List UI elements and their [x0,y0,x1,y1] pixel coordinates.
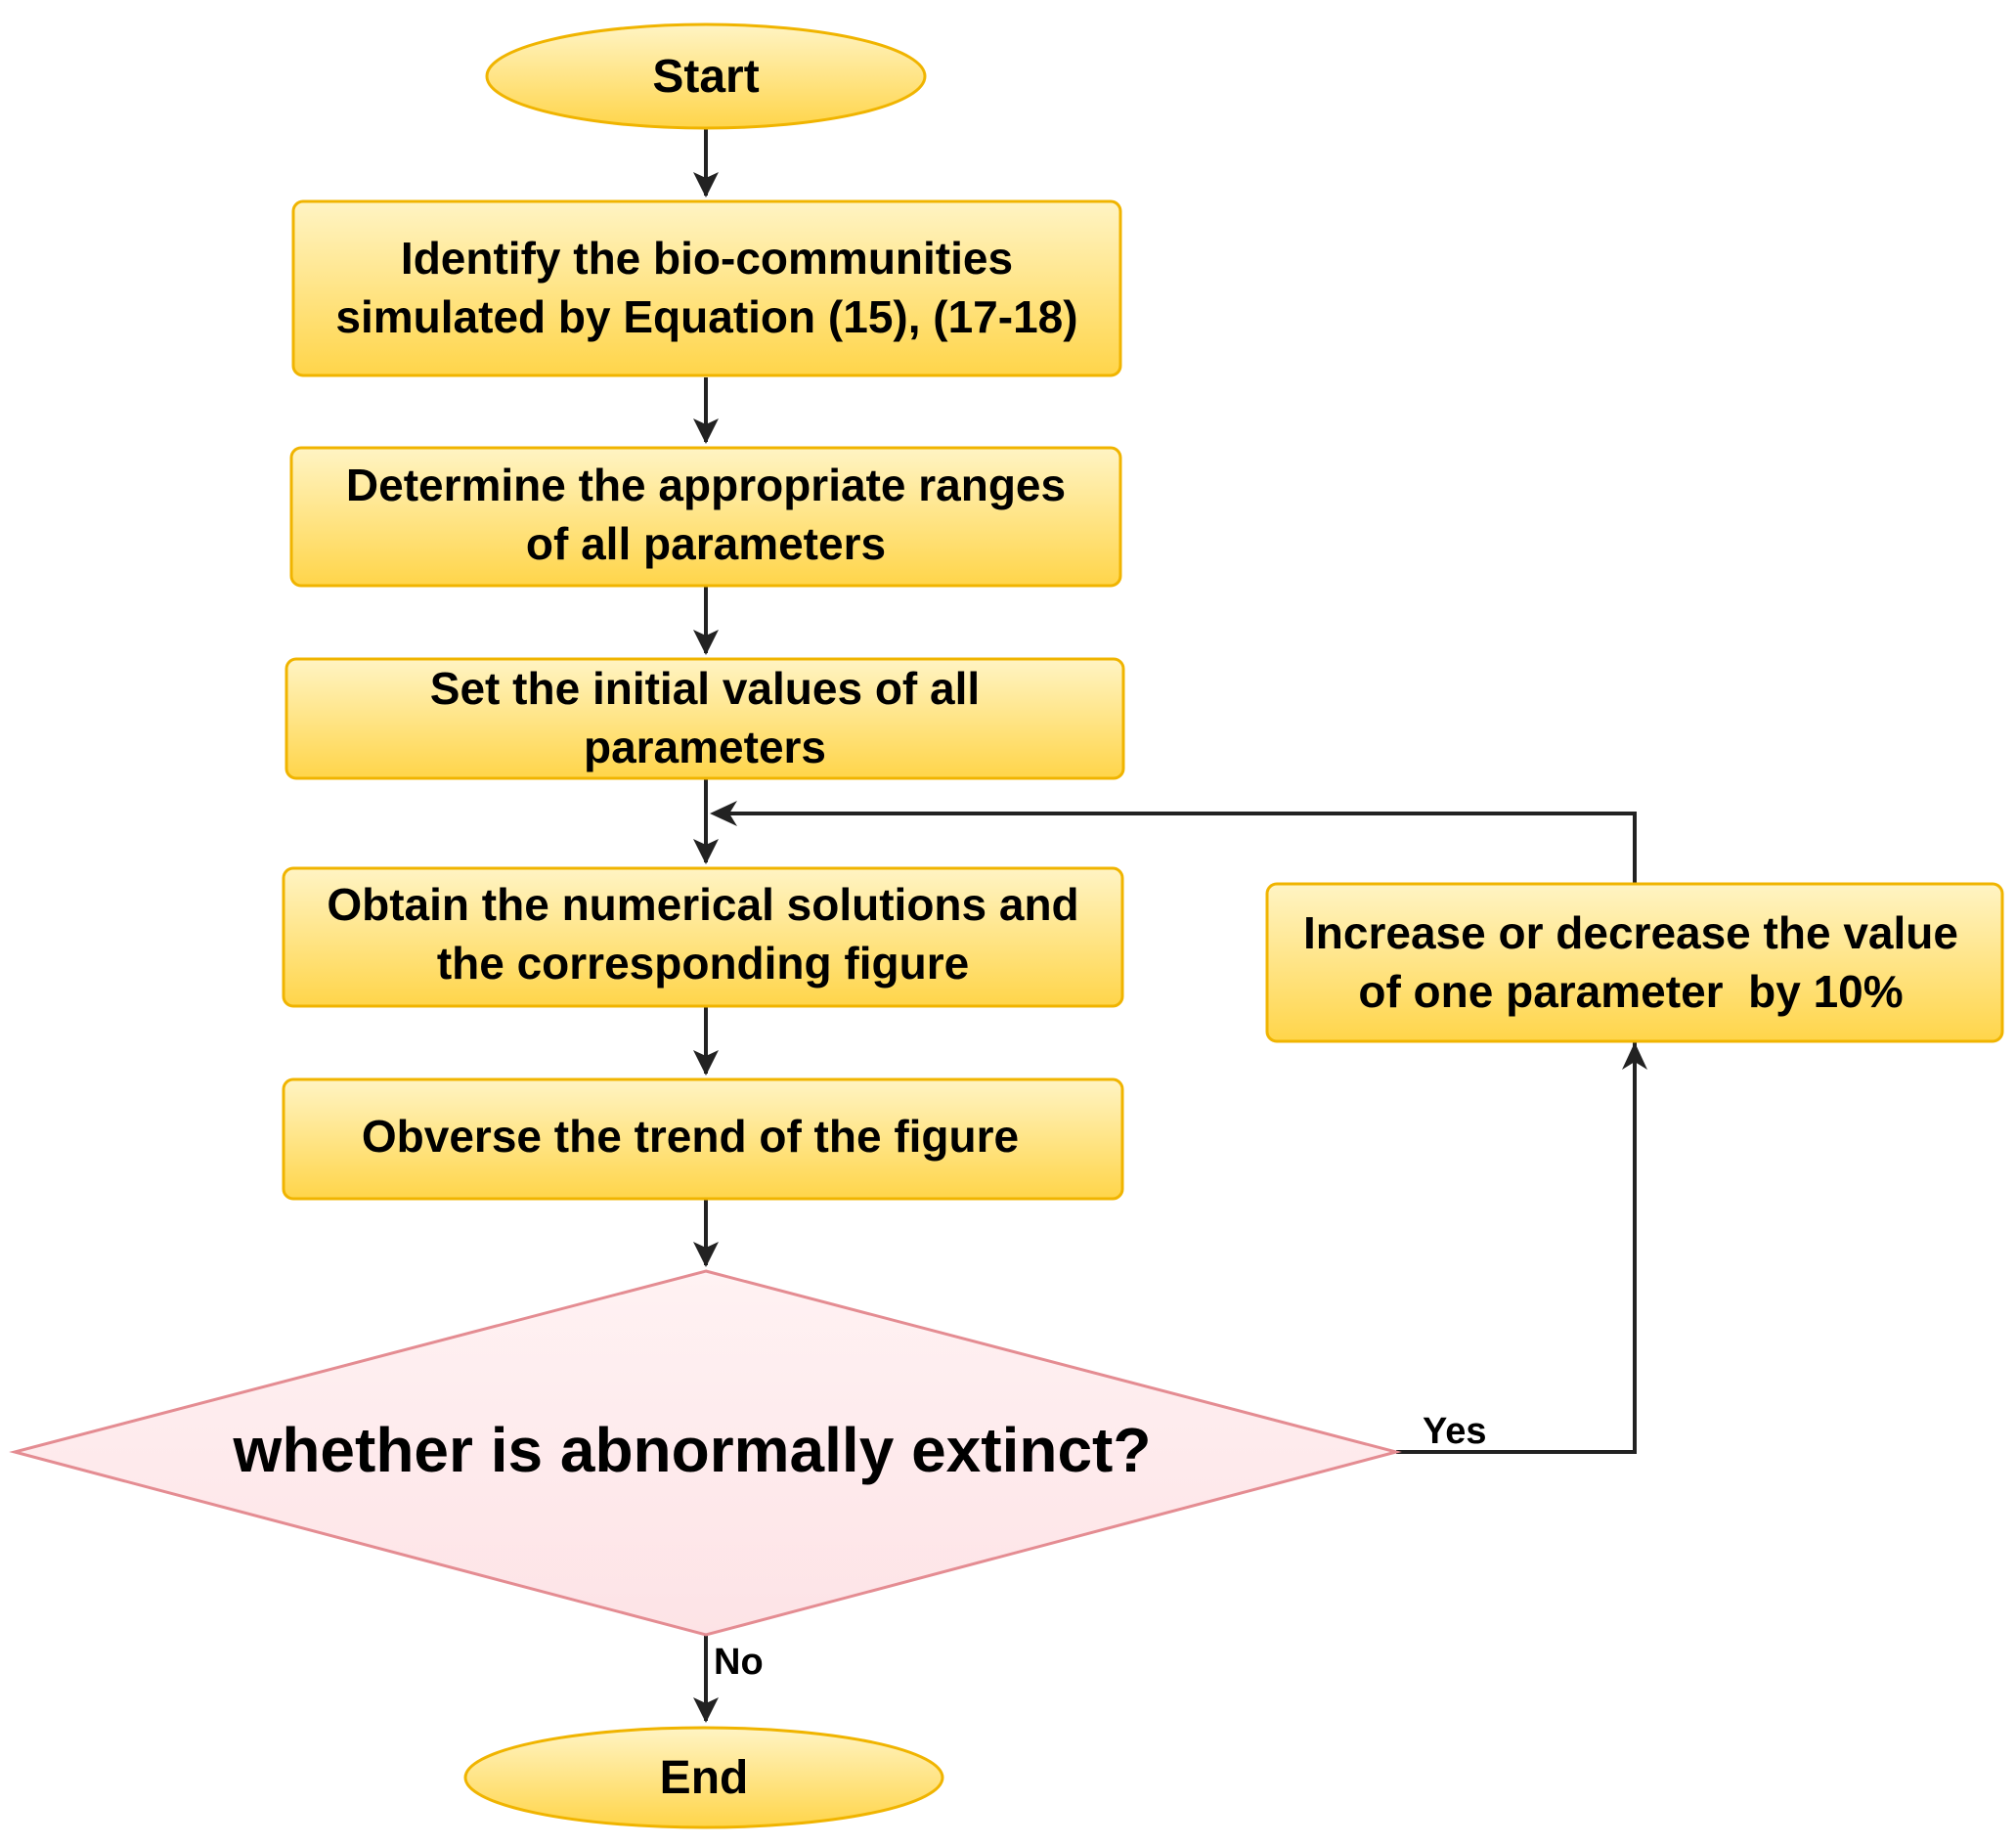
yes-label: Yes [1423,1411,1487,1452]
step-ranges-line-1: Determine the appropriate ranges [346,460,1066,510]
step-ranges-line-2: of all parameters [526,518,886,569]
step-numerical-solutions: Obtain the numerical solutions and the c… [282,866,1124,1008]
step-observe-line-1: Obverse the trend of the figure [362,1111,1019,1162]
start-terminator: Start [485,22,927,130]
step-identify: Identify the bio-communities simulated b… [291,199,1122,377]
step-observe-trend: Obverse the trend of the figure [282,1077,1124,1201]
decision-abnormally-extinct: whether is abnormally extinct? [9,1269,1402,1637]
step-adjust-parameter: Increase or decrease the value of one pa… [1265,882,2004,1043]
edge-adjust-loop-back [723,812,1637,884]
step-initial-line-2: parameters [584,722,826,772]
no-label: No [714,1642,764,1683]
step-adjust-line-1: Increase or decrease the value [1303,907,1958,958]
end-terminator: End [463,1726,944,1829]
end-label: End [660,1752,749,1804]
step-solutions-line-2: the corresponding figure [437,938,969,989]
arrowhead-into-adjust [1622,1042,1647,1070]
start-label: Start [652,51,759,103]
step-identify-line-2: simulated by Equation (15), (17-18) [335,291,1077,342]
step-adjust-line-2: of one parameter by 10% [1358,966,1903,1017]
edge-decision-yes-to-adjust [1396,1042,1637,1454]
step-initial-values: Set the initial values of all parameters [285,657,1125,780]
step-ranges: Determine the appropriate ranges of all … [289,446,1122,588]
connectors [693,125,1647,1723]
step-initial-line-1: Set the initial values of all [430,663,980,714]
step-solutions-line-1: Obtain the numerical solutions and [327,879,1078,930]
arrowhead-loop-back [710,801,737,826]
decision-label: whether is abnormally extinct? [233,1415,1152,1485]
step-identify-line-1: Identify the bio-communities [401,233,1013,284]
